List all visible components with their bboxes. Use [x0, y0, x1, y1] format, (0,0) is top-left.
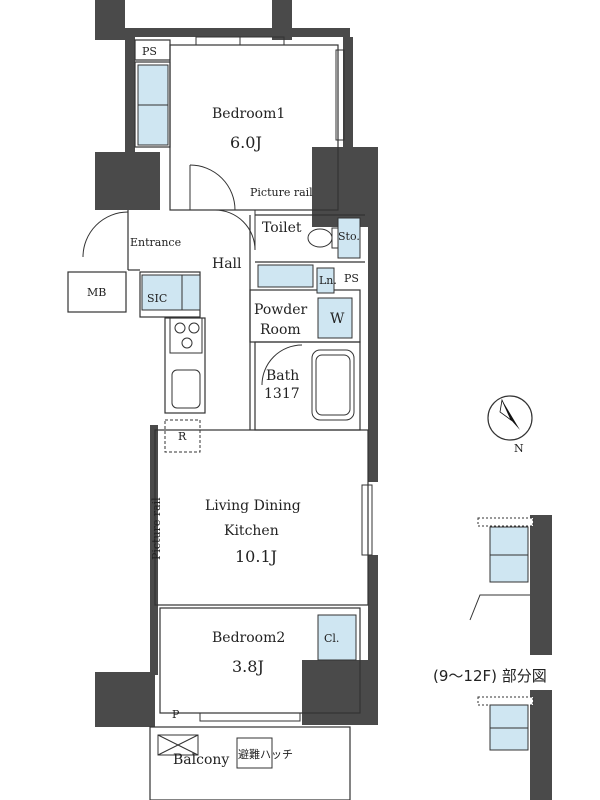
- bedroom2-size: 3.8J: [232, 657, 264, 676]
- picture-rail-1-label: Picture rail: [250, 186, 313, 199]
- room-labels: Bedroom1 6.0J Living Dining Kitchen 10.1…: [130, 106, 308, 768]
- balcony-label: Balcony: [173, 752, 229, 768]
- toilet-label: Toilet: [262, 220, 302, 236]
- fixture-outlines: [82, 36, 373, 769]
- exterior-walls: [95, 0, 378, 727]
- inset-lower: [477, 690, 552, 800]
- ps-mid-label: PS: [344, 272, 359, 285]
- fridge-label: R: [178, 430, 187, 443]
- fixtures: [137, 64, 361, 661]
- emergency-hatch-label: 避難ハッチ: [238, 747, 293, 761]
- inset-caption: (9〜12F) 部分図: [433, 667, 547, 685]
- interior-walls: [67, 39, 369, 800]
- living-name-line1: Living Dining: [205, 498, 301, 514]
- bath-name: Bath: [266, 368, 299, 384]
- mb-label: MB: [87, 286, 106, 299]
- washer-label: W: [330, 311, 345, 327]
- entrance-label: Entrance: [130, 236, 181, 249]
- powder-name-line2: Room: [260, 322, 301, 338]
- bath-size: 1317: [264, 386, 300, 402]
- ps-top-label: PS: [142, 45, 157, 58]
- bedroom2-name: Bedroom2: [212, 630, 285, 646]
- compass-north-label: N: [514, 442, 524, 455]
- compass: N: [487, 395, 533, 455]
- bedroom1-size: 6.0J: [230, 133, 262, 152]
- living-name-line2: Kitchen: [224, 523, 279, 539]
- living-size: 10.1J: [235, 547, 277, 566]
- closet-label-bedroom2: Cl.: [324, 632, 339, 645]
- picture-rail-2-label: Picture rail: [150, 497, 163, 560]
- p-label: P: [172, 708, 180, 721]
- fixture-labels: PS PS MB SIC Sto. Ln. W R Cl. Picture ra…: [87, 45, 360, 761]
- hall-label: Hall: [212, 256, 242, 272]
- bedroom1-name: Bedroom1: [212, 106, 285, 122]
- sto-label: Sto.: [338, 230, 360, 243]
- inset-upper: [469, 515, 552, 655]
- powder-name-line1: Powder: [254, 302, 308, 318]
- ln-label: Ln.: [319, 274, 337, 287]
- sic-label: SIC: [147, 292, 167, 305]
